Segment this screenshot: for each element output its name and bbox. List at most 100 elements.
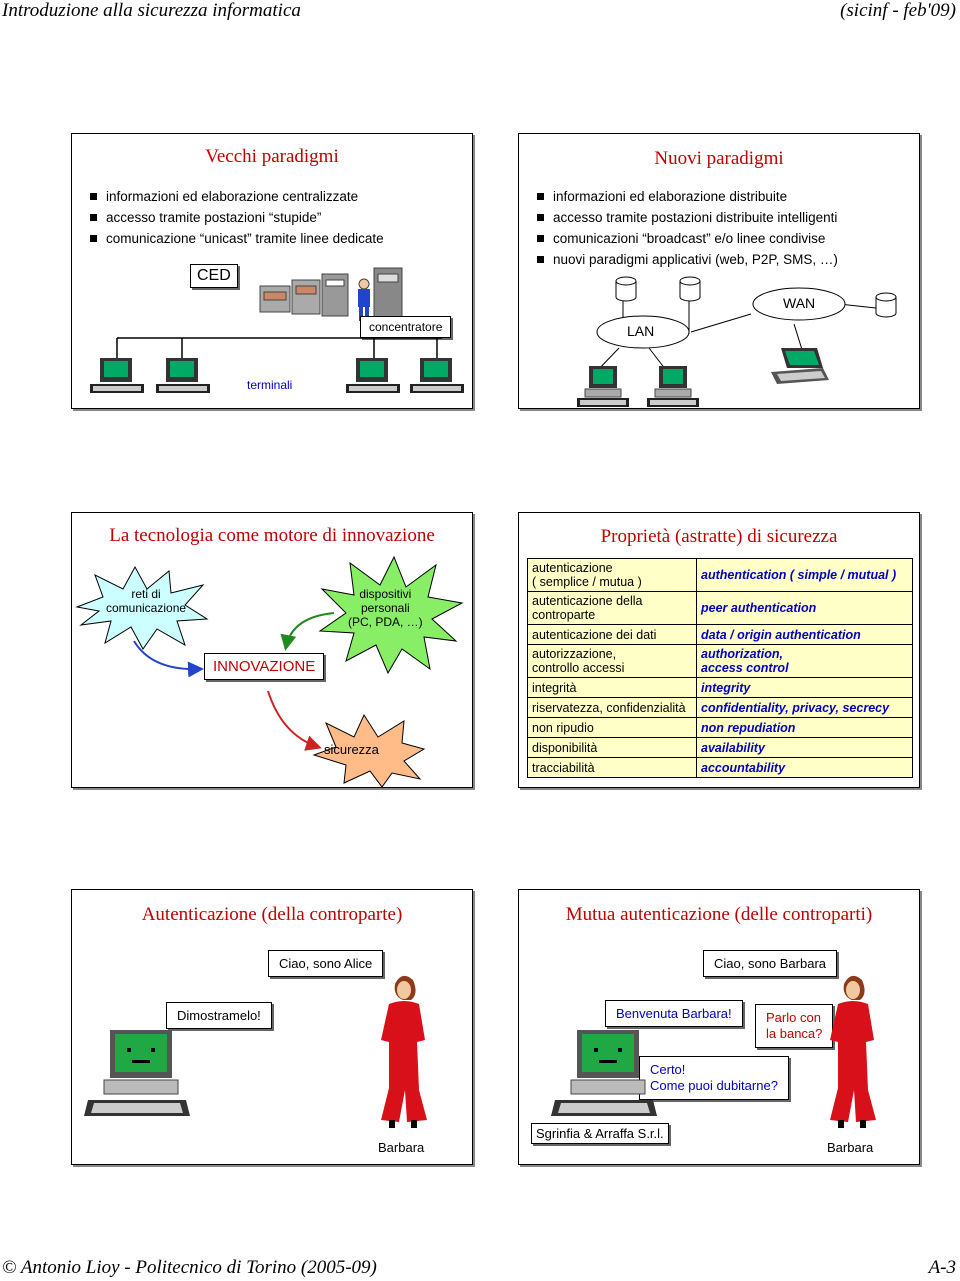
- bullet-item: accesso tramite postazioni distribuite i…: [537, 207, 838, 228]
- slide-title: Nuovi paradigmi: [654, 148, 784, 169]
- slide-title: Proprietà (astratte) di sicurezza: [600, 526, 838, 547]
- bullet-square-icon: [537, 235, 544, 242]
- sicurezza-burst-shape: [312, 713, 426, 788]
- bubble-parlo-banca: Parlo con la banca?: [755, 1004, 834, 1048]
- slide-vecchi-paradigmi: Vecchi paradigmi informazioni ed elabora…: [71, 133, 473, 409]
- bullet-list: informazioni ed elaborazione centralizza…: [90, 186, 384, 249]
- table-cell-en: availability: [696, 737, 913, 758]
- terminali-label: terminali: [247, 378, 293, 392]
- footer-right: A-3: [928, 1257, 956, 1278]
- bullet-square-icon: [537, 193, 544, 200]
- table-row: tracciabilità accountability: [527, 757, 913, 778]
- table-cell-it: autorizzazione, controllo accessi: [527, 644, 697, 678]
- table-cell-en: authorization, access control: [696, 644, 913, 678]
- terminal-icon: [346, 358, 400, 393]
- properties-table: autenticazione ( semplice / mutua ) auth…: [527, 558, 913, 778]
- lan-label: LAN: [627, 323, 655, 339]
- table-cell-en: confidentiality, privacy, secrecy: [696, 697, 913, 718]
- slide-title: Vecchi paradigmi: [205, 146, 339, 167]
- concentratore-label: concentratore: [360, 316, 452, 338]
- database-icon: [679, 276, 701, 302]
- slide-title: Autenticazione (della controparte): [141, 904, 403, 925]
- terminal-icon: [410, 358, 464, 393]
- slide-tecnologia: La tecnologia come motore di innovazione…: [71, 512, 473, 788]
- table-cell-it: tracciabilità: [527, 757, 697, 778]
- connection-lines: [116, 337, 442, 359]
- wan-cloud-ellipse: [752, 287, 846, 321]
- lan-ellipse: [596, 315, 690, 349]
- table-cell-en: data / origin authentication: [696, 624, 913, 645]
- company-label: Sgrinfia & Arraffa S.r.l.: [531, 1123, 669, 1144]
- table-row: autenticazione dei dati data / origin au…: [527, 624, 913, 645]
- table-cell-en: integrity: [696, 677, 913, 698]
- bullet-item: comunicazioni “broadcast” e/o linee cond…: [537, 228, 838, 249]
- table-cell-it: disponibilità: [527, 737, 697, 758]
- bubble-dimostramelo: Dimostramelo!: [166, 1002, 272, 1029]
- bullet-item: accesso tramite postazioni “stupide”: [90, 207, 384, 228]
- barbara-label: Barbara: [827, 1140, 874, 1155]
- table-row: autenticazione ( semplice / mutua ) auth…: [527, 558, 913, 592]
- bullet-square-icon: [90, 235, 97, 242]
- terminal-icon: [90, 358, 144, 393]
- bullet-item: nuovi paradigmi applicativi (web, P2P, S…: [537, 249, 838, 270]
- pc-icon: [647, 366, 699, 407]
- bubble-ciao-barbara: Ciao, sono Barbara: [703, 950, 838, 977]
- database-icon: [875, 292, 897, 318]
- slide-mutua-autenticazione: Mutua autenticazione (delle controparti)…: [518, 889, 920, 1165]
- slide-proprieta: Proprietà (astratte) di sicurezza autent…: [518, 512, 920, 788]
- terminal-icon: [156, 358, 210, 393]
- table-row: integrità integrity: [527, 677, 913, 698]
- table-cell-it: riservatezza, confidenzialità: [527, 697, 697, 718]
- bullet-item: comunicazione “unicast” tramite linee de…: [90, 228, 384, 249]
- table-cell-it: non ripudio: [527, 717, 697, 738]
- dispositivi-label: dispositivi personali (PC, PDA, …): [348, 587, 423, 629]
- ced-label: CED: [190, 264, 238, 288]
- table-cell-en: non repudiation: [696, 717, 913, 738]
- bubble-benvenuta: Benvenuta Barbara!: [605, 1000, 743, 1027]
- bullet-square-icon: [537, 256, 544, 263]
- sicurezza-label: sicurezza: [324, 742, 379, 757]
- table-cell-it: autenticazione ( semplice / mutua ): [527, 558, 697, 592]
- bullet-list: informazioni ed elaborazione distribuite…: [537, 186, 838, 270]
- bullet-square-icon: [90, 193, 97, 200]
- burst-arrows: [133, 612, 335, 751]
- footer-left: © Antonio Lioy - Politecnico di Torino (…: [2, 1257, 377, 1278]
- slide-title: Mutua autenticazione (delle controparti): [565, 904, 873, 925]
- slide-autenticazione: Autenticazione (della controparte) Ciao,…: [71, 889, 473, 1165]
- bubble-certo: Certo! Come puoi dubitarne?: [639, 1056, 789, 1100]
- bullet-item: informazioni ed elaborazione distribuite: [537, 186, 838, 207]
- table-row: disponibilità availability: [527, 737, 913, 758]
- table-row: riservatezza, confidenzialità confidenti…: [527, 697, 913, 718]
- wan-label: WAN: [783, 295, 816, 311]
- reti-burst-shape: [75, 565, 209, 650]
- bullet-item: informazioni ed elaborazione centralizza…: [90, 186, 384, 207]
- mainframe-icon: [259, 267, 403, 321]
- table-row: autorizzazione, controllo accessi author…: [527, 644, 913, 678]
- barbara-label: Barbara: [378, 1140, 425, 1155]
- computer-icon: [84, 1030, 190, 1116]
- table-row: autenticazione della controparte peer au…: [527, 591, 913, 625]
- bullet-square-icon: [537, 214, 544, 221]
- table-cell-it: autenticazione della controparte: [527, 591, 697, 625]
- table-cell-it: autenticazione dei dati: [527, 624, 697, 645]
- database-icon: [615, 276, 637, 302]
- laptop-icon: [771, 348, 829, 384]
- slide-nuovi-paradigmi: Nuovi paradigmi informazioni ed elaboraz…: [518, 133, 920, 409]
- innovazione-label: INNOVAZIONE: [204, 653, 325, 680]
- table-row: non ripudio non repudiation: [527, 717, 913, 738]
- pc-icon: [577, 366, 629, 407]
- bubble-ciao-alice: Ciao, sono Alice: [268, 950, 384, 977]
- dispositivi-burst-shape: [318, 555, 464, 675]
- slide-title: La tecnologia come motore di innovazione: [109, 525, 435, 546]
- table-cell-en: authentication ( simple / mutual ): [696, 558, 913, 592]
- bullet-square-icon: [90, 214, 97, 221]
- table-cell-it: integrità: [527, 677, 697, 698]
- computer-icon: [551, 1030, 657, 1116]
- table-cell-en: peer authentication: [696, 591, 913, 625]
- table-cell-en: accountability: [696, 757, 913, 778]
- header-right: (sicinf - feb'09): [840, 0, 956, 21]
- woman-figure-icon: [381, 975, 427, 1128]
- woman-figure-icon: [830, 975, 876, 1128]
- reti-label: reti di comunicazione: [106, 587, 187, 615]
- header-left: Introduzione alla sicurezza informatica: [2, 0, 301, 21]
